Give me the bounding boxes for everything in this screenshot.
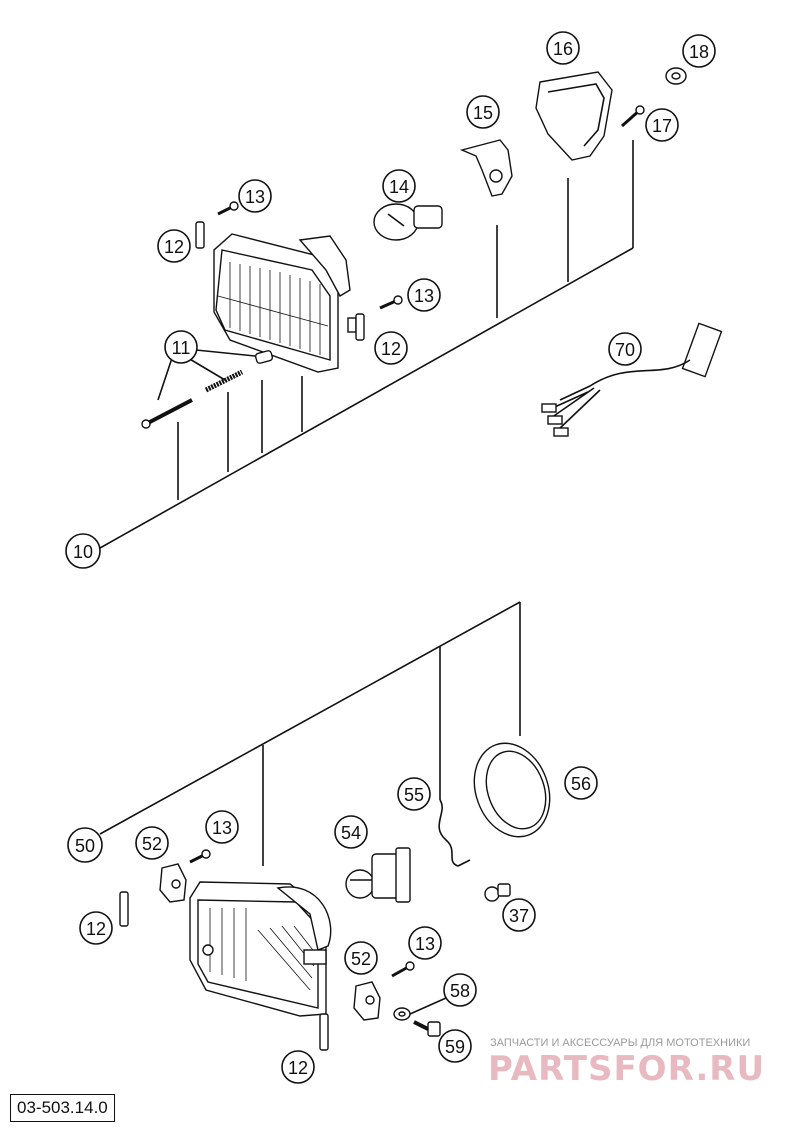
callout-12: 12: [79, 911, 113, 945]
main-headlight-unit: [189, 881, 332, 1017]
svg-text:52: 52: [142, 834, 162, 854]
callout-59: 59: [438, 1029, 472, 1063]
callout-13: 13: [407, 278, 441, 312]
small-bulb: [484, 883, 511, 902]
svg-text:14: 14: [389, 177, 409, 197]
grommet-18: [665, 67, 687, 85]
svg-text:13: 13: [414, 286, 434, 306]
svg-text:54: 54: [341, 823, 361, 843]
rectangular-headlight-unit: [213, 233, 357, 373]
screws-13: [217, 201, 403, 310]
svg-text:17: 17: [652, 116, 672, 136]
callout-52: 52: [135, 826, 169, 860]
callout-12: 12: [374, 331, 408, 365]
wiring-harness: [541, 322, 723, 437]
svg-text:10: 10: [73, 542, 93, 562]
svg-text:70: 70: [615, 340, 635, 360]
callout-52: 52: [344, 941, 378, 975]
svg-text:13: 13: [415, 934, 435, 954]
svg-text:18: 18: [689, 42, 709, 62]
callout-11: 11: [164, 330, 198, 364]
callout-17: 17: [645, 108, 679, 142]
callout-12: 12: [157, 229, 191, 263]
svg-text:12: 12: [164, 237, 184, 257]
callout-13: 13: [408, 926, 442, 960]
callout-10: 10: [65, 533, 101, 569]
svg-text:12: 12: [381, 339, 401, 359]
screws-13-bottom: [189, 849, 415, 978]
callout-56: 56: [564, 766, 598, 800]
svg-text:13: 13: [245, 187, 265, 207]
parking-bulb: [373, 203, 443, 241]
spring-clip: [438, 799, 471, 867]
svg-text:37: 37: [509, 906, 529, 926]
brackets-52: [159, 863, 381, 1021]
callout-16: 16: [546, 31, 580, 65]
assembly-10-leader-lines: [99, 140, 634, 549]
callout-70: 70: [608, 332, 642, 366]
screw-17: [621, 105, 645, 128]
bulb-holder-bracket: [459, 139, 513, 197]
watermark-brand: PARTSFOR.RU: [488, 1049, 765, 1089]
headlight-cover: [535, 71, 613, 161]
svg-text:52: 52: [351, 949, 371, 969]
bolt-59: [413, 1020, 441, 1037]
svg-text:58: 58: [450, 981, 470, 1001]
callout-54: 54: [334, 815, 368, 849]
svg-text:13: 13: [212, 818, 232, 838]
svg-text:50: 50: [75, 836, 95, 856]
svg-text:11: 11: [172, 338, 191, 358]
svg-text:12: 12: [86, 919, 106, 939]
callout-18: 18: [682, 34, 716, 68]
washer-58: [393, 1007, 411, 1021]
callout-14: 14: [382, 169, 416, 203]
callout-15: 15: [466, 95, 500, 129]
watermark-caption: ЗАПЧАСТИ И АКСЕССУАРЫ ДЛЯ МОТОТЕХНИКИ: [490, 1037, 750, 1049]
adjusting-screws: [141, 350, 274, 429]
headlight-rim: [473, 742, 551, 838]
callout-50: 50: [67, 827, 103, 863]
svg-text:59: 59: [445, 1037, 465, 1057]
diagram-code-label: 03-503.14.0: [10, 1094, 115, 1122]
headlight-bulb: [345, 847, 411, 903]
callout-12: 12: [281, 1050, 315, 1084]
callout-58: 58: [443, 973, 477, 1007]
callout-13: 13: [205, 810, 239, 844]
assembly-50-leader-lines: [99, 601, 521, 1015]
clips-12: [195, 221, 365, 341]
svg-text:12: 12: [288, 1058, 308, 1078]
callout-37: 37: [502, 898, 536, 932]
svg-text:16: 16: [553, 39, 573, 59]
svg-text:56: 56: [571, 774, 591, 794]
callout-13: 13: [238, 179, 272, 213]
svg-text:55: 55: [404, 785, 424, 805]
svg-text:15: 15: [473, 103, 493, 123]
clips-12-bottom: [119, 891, 329, 1051]
callout-55: 55: [397, 777, 431, 811]
